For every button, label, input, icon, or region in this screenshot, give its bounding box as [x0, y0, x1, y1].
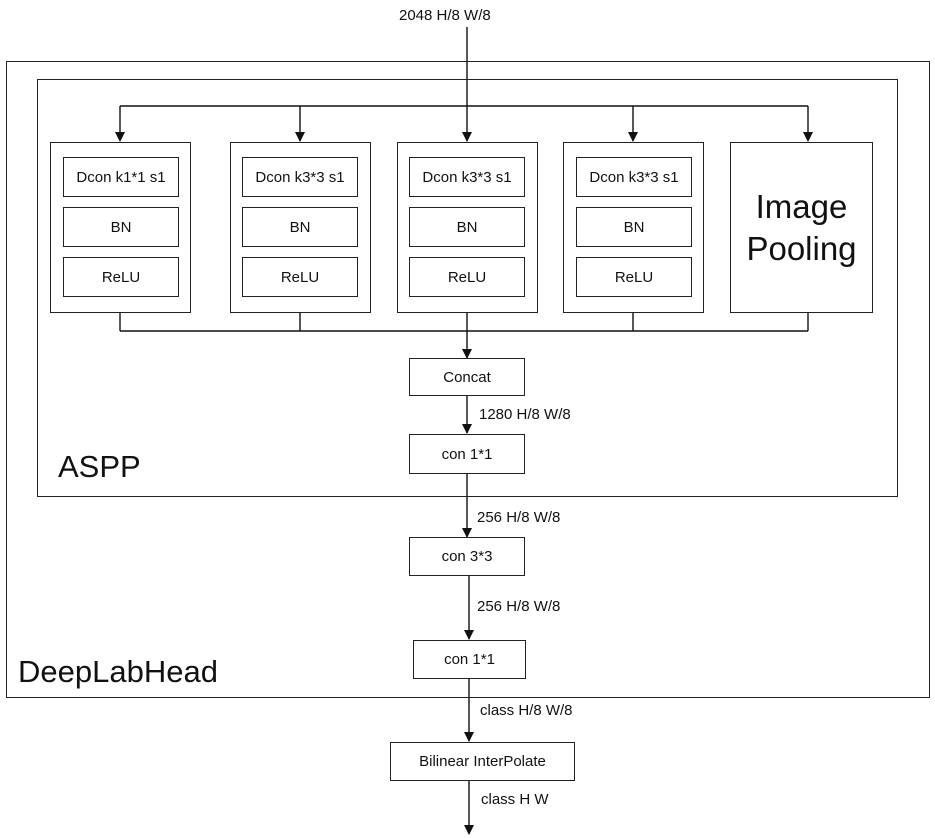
deeplabhead-container: [6, 61, 930, 698]
branch-3-relu: ReLU: [409, 257, 525, 297]
conv3-output-label: 256 H/8 W/8: [477, 598, 561, 615]
image-pooling-line-1: Image: [755, 187, 848, 225]
branch-2-relu: ReLU: [242, 257, 358, 297]
concat-output-label: 1280 H/8 W/8: [479, 406, 571, 423]
image-pooling-box: [730, 142, 873, 313]
aspp-output-label: 256 H/8 W/8: [477, 509, 561, 526]
input-size-label: 2048 H/8 W/8: [399, 7, 491, 24]
head-output-label: class H/8 W/8: [480, 702, 573, 719]
aspp-container: [37, 79, 898, 497]
aspp-conv-1x1: con 1*1: [409, 434, 525, 474]
head-conv-1x1: con 1*1: [413, 640, 526, 679]
image-pooling-label: Image Pooling: [730, 142, 873, 313]
branch-2-conv: Dcon k3*3 s1: [242, 157, 358, 197]
aspp-title: ASPP: [58, 449, 141, 484]
concat-box: Concat: [409, 358, 525, 396]
branch-1-conv: Dcon k1*1 s1: [63, 157, 179, 197]
branch-3-conv: Dcon k3*3 s1: [409, 157, 525, 197]
head-conv-3x3: con 3*3: [409, 537, 525, 576]
image-pooling-line-2: Pooling: [746, 229, 857, 267]
branch-1-bn: BN: [63, 207, 179, 247]
branch-3-bn: BN: [409, 207, 525, 247]
bilinear-interpolate-box: Bilinear InterPolate: [390, 742, 575, 781]
branch-4-relu: ReLU: [576, 257, 692, 297]
branch-1-relu: ReLU: [63, 257, 179, 297]
branch-4-conv: Dcon k3*3 s1: [576, 157, 692, 197]
branch-2-bn: BN: [242, 207, 358, 247]
final-output-label: class H W: [481, 791, 549, 808]
deeplabhead-title: DeepLabHead: [18, 654, 218, 689]
branch-4-bn: BN: [576, 207, 692, 247]
